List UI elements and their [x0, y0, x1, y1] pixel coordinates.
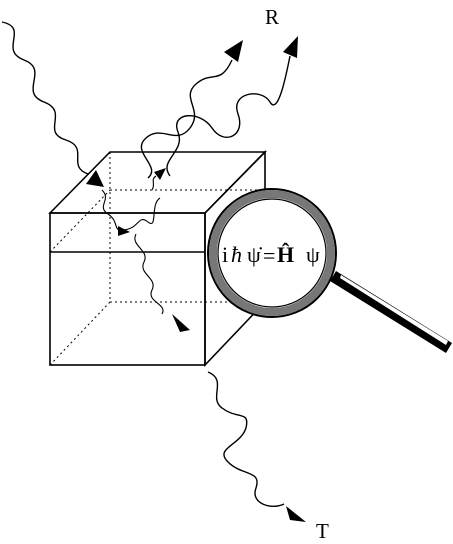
eq-hbar: ħ	[231, 242, 242, 267]
transmitted-label: T	[316, 519, 329, 543]
internal-arrow-head-2	[172, 314, 190, 332]
magnifying-glass-icon	[207, 188, 452, 353]
magnifier-handle	[330, 271, 452, 353]
surface-arrow	[151, 168, 166, 191]
surface-arrow-head	[154, 168, 166, 180]
reflected-wave-1	[140, 40, 243, 179]
eq-psi-dot: ψ̇	[247, 242, 263, 267]
cube-front-face	[49, 212, 206, 366]
transmitted-arrow-head	[286, 506, 306, 522]
incident-arrow-head	[86, 170, 104, 187]
layer-plane-side	[49, 189, 111, 253]
cube-hidden-edge-left-bottom	[49, 301, 111, 366]
reflected-wave-2	[166, 36, 298, 177]
magnifier-handle-highlight	[340, 275, 448, 345]
schrodinger-equation: i ħ ψ̇ = Ĥ ψ	[222, 242, 320, 268]
reflected-label: R	[265, 5, 279, 29]
internal-wave-upper	[101, 189, 161, 236]
eq-equals: =	[263, 243, 275, 268]
magnifier-lens-glass	[217, 198, 327, 308]
magnifier-lens-rim	[209, 190, 335, 316]
internal-wave-lower	[134, 233, 190, 332]
sample-cube	[48, 150, 267, 367]
eq-i: i	[222, 242, 228, 267]
eq-psi: ψ	[306, 242, 320, 267]
transmitted-wave	[207, 371, 306, 522]
reflected-arrow-head-1	[224, 40, 243, 62]
incident-wave	[1, 21, 104, 187]
eq-hamiltonian: Ĥ	[277, 242, 294, 267]
internal-arrow-head-1	[118, 226, 130, 236]
reflected-arrow-head-2	[283, 36, 298, 58]
